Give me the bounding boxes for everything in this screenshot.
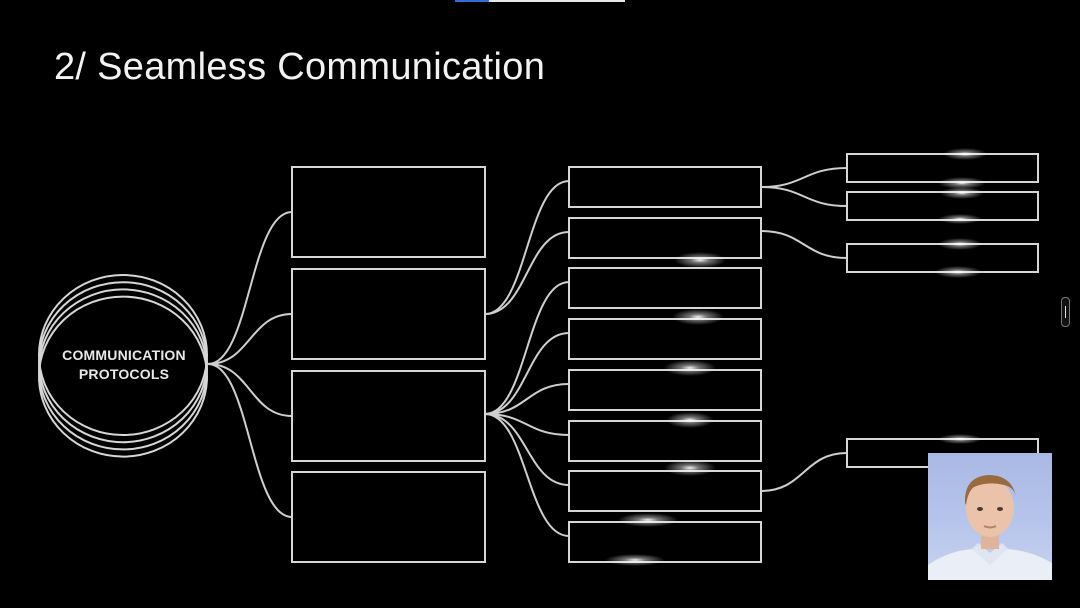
- scroll-handle-icon[interactable]: [1061, 297, 1070, 327]
- presenter-video-feed: [928, 475, 1052, 580]
- light-glow: [666, 412, 714, 428]
- level1-box: [291, 471, 486, 563]
- level1-box: [291, 166, 486, 258]
- hub-label-line-2: PROTOCOLS: [78, 366, 170, 382]
- hub-label-line-1: COMMUNICATION: [62, 347, 186, 363]
- level2-box: [568, 267, 762, 309]
- connector-line: [760, 186, 848, 207]
- connector-line: [484, 231, 570, 315]
- light-glow: [943, 148, 987, 160]
- level1-box: [291, 370, 486, 462]
- light-glow: [938, 214, 982, 224]
- level2-box: [568, 470, 762, 512]
- light-glow: [664, 460, 716, 476]
- level2-box: [568, 217, 762, 259]
- light-glow: [674, 252, 726, 268]
- light-glow: [938, 177, 986, 189]
- connector-line: [760, 230, 848, 259]
- hub-ring: [38, 295, 208, 458]
- light-glow: [618, 513, 678, 527]
- light-glow: [672, 309, 724, 325]
- light-glow: [605, 554, 665, 566]
- light-glow: [934, 266, 982, 278]
- level2-box: [568, 420, 762, 462]
- connector-line: [484, 332, 570, 415]
- level3-box: [846, 153, 1039, 183]
- connector-line: [760, 452, 848, 492]
- level3-box: [846, 191, 1039, 221]
- connector-line: [207, 363, 293, 417]
- connector-line: [207, 313, 293, 365]
- connector-line: [484, 413, 570, 537]
- video-progress-bar[interactable]: [455, 0, 625, 2]
- light-glow: [938, 434, 982, 444]
- level2-box: [568, 521, 762, 563]
- hub-label: COMMUNICATION PROTOCOLS: [40, 346, 208, 384]
- level1-box: [291, 268, 486, 360]
- connector-line: [484, 281, 570, 415]
- light-glow: [664, 360, 716, 376]
- level2-box: [568, 166, 762, 208]
- light-glow: [938, 238, 982, 250]
- level2-box: [568, 318, 762, 360]
- connector-line: [484, 413, 570, 436]
- presenter-webcam: [928, 453, 1052, 580]
- slide-title: 2/ Seamless Communication: [54, 46, 546, 88]
- light-glow: [940, 187, 984, 199]
- connector-line: [207, 363, 293, 518]
- connector-line: [207, 211, 293, 365]
- level2-box: [568, 369, 762, 411]
- video-progress-fill: [455, 0, 489, 2]
- connector-line: [760, 167, 848, 188]
- connector-line: [484, 180, 570, 315]
- connector-line: [484, 413, 570, 486]
- connector-line: [484, 383, 570, 415]
